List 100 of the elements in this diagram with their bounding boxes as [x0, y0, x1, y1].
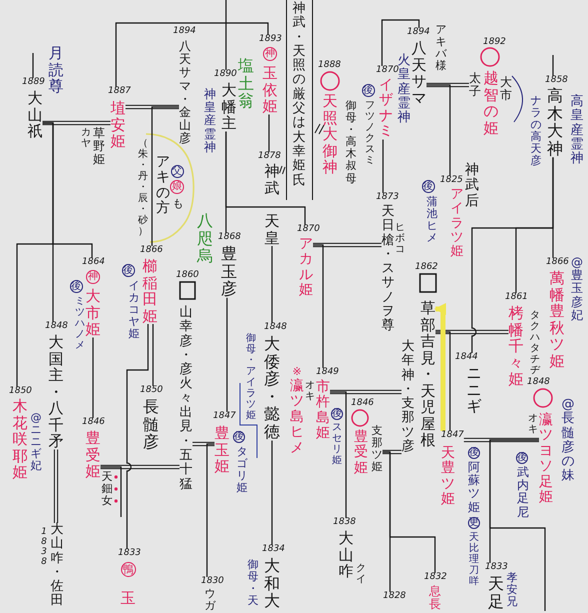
person-name: 豊玉彦 — [221, 245, 237, 298]
year-label: 1850 — [9, 387, 32, 396]
person-name: 天足 — [488, 575, 504, 610]
year-label: 1894 — [173, 27, 196, 36]
person-name: アイラツ姫 — [450, 188, 464, 260]
person-name: 栲幡千々姫 — [508, 305, 524, 388]
year-label: 1878 — [258, 152, 281, 161]
marriage-line — [426, 82, 470, 88]
person-name: 大年神・支那ツ彦 — [402, 340, 414, 454]
annotation-text: タクハタチヂ — [530, 310, 540, 376]
annotation-text: 高皇産霊神 — [570, 95, 584, 166]
annotation-text: 大市 — [500, 76, 512, 102]
family-line — [426, 84, 451, 176]
annotation-text: 瀛ツ島ヒメ — [290, 379, 304, 456]
person-name: 天皇 — [264, 213, 280, 246]
year-label: 1870 — [376, 66, 399, 75]
year-label: 1887 — [108, 87, 131, 96]
annotation-text: ナラの高天彦 — [530, 95, 542, 168]
person-name: 八天サマ・金山彦 — [179, 40, 191, 146]
note-text: 神武・天照の厳父は大幸姫氏 — [292, 2, 306, 188]
family-line — [489, 439, 546, 611]
person-name: 豊受姫 — [86, 430, 100, 480]
family-line — [381, 19, 420, 66]
year-label: 1858 — [545, 76, 568, 85]
year-label: 1838 — [40, 528, 48, 568]
person-name: 武内足尼 — [517, 466, 529, 519]
marriage-line — [382, 450, 402, 454]
marriage-line — [463, 438, 540, 442]
annotation-text: カヤ — [81, 127, 91, 149]
family-line — [382, 140, 384, 193]
annotation-text: 御母・天 — [248, 559, 258, 608]
person-name: 高木大神 — [547, 87, 563, 158]
person-name: 山幸彦・彦火々出見・五十猛 — [180, 306, 192, 492]
family-line — [471, 157, 554, 353]
year-label: 1864 — [82, 258, 105, 267]
annotation-text: 神皇産霊神 — [204, 88, 216, 154]
family-line — [225, 132, 306, 225]
person-name: 神武 — [264, 163, 280, 196]
family-line — [436, 331, 451, 431]
family-line — [271, 440, 273, 545]
family-line — [100, 466, 122, 517]
person-name: 大山咋・佐田 — [50, 523, 64, 609]
person-name: 大幡主 — [222, 82, 236, 132]
annotation-text: 太子 — [469, 72, 481, 98]
year-label: 1888 — [318, 61, 341, 70]
note-text: （朱・丹・辰・砂） — [138, 138, 148, 237]
year-label: 1870 — [297, 225, 320, 234]
family-line — [552, 55, 554, 76]
person-name: 玉依姫 — [262, 65, 278, 114]
annotation-text: @長髄彦の妹 — [562, 398, 574, 484]
person-name: フツノクスミ — [365, 100, 375, 166]
year-label: 1873 — [376, 193, 399, 202]
marriage-line — [42, 120, 111, 126]
annotation-text: @ニニギ妃 — [30, 412, 42, 472]
marriage-line — [125, 104, 180, 110]
family-line — [126, 324, 149, 549]
person-name: 天照大御神 — [322, 93, 338, 176]
person-name: 阿蘇ツ姫 — [468, 461, 480, 514]
year-label: 1846 — [351, 399, 374, 408]
marriage-line — [435, 330, 509, 334]
family-line — [152, 324, 154, 386]
note-text: 八咫烏 — [197, 212, 213, 265]
year-label: 1828 — [383, 592, 406, 601]
circled-character: 後 — [122, 264, 134, 277]
person-name: 大山祇 — [28, 90, 42, 140]
year-label: 1844 — [455, 353, 478, 362]
family-line — [330, 391, 347, 518]
person-name: 萬幡豊秋ツ姫 — [550, 270, 564, 369]
framed-note — [286, 0, 313, 200]
person-name: 大市姫 — [86, 288, 100, 338]
year-label: 1866 — [546, 258, 569, 267]
annotation-text: 御母・高木叔母 — [346, 100, 356, 185]
family-line — [268, 114, 270, 152]
annotation-text: オキ — [305, 380, 315, 402]
person-name: 大和大 — [264, 557, 280, 610]
person-name: ニニギ — [466, 365, 482, 414]
year-label: 1838 — [333, 518, 356, 527]
year-label: 1892 — [483, 38, 506, 47]
person-name: イカコヤ姫 — [128, 280, 140, 340]
annotation-text: アキバ様 — [436, 24, 446, 72]
year-label: 1861 — [505, 293, 528, 302]
person-name: 天豊ツ姫 — [441, 446, 455, 508]
year-label: 1848 — [264, 323, 287, 332]
note-text: 塩土翁 — [238, 57, 254, 110]
marriage-line — [330, 390, 402, 394]
person-name: 木花咲耶姫 — [12, 398, 28, 480]
person-name: 八天サマ — [412, 40, 426, 106]
family-line — [382, 451, 436, 573]
year-label: 1862 — [415, 263, 438, 272]
year-label: 1889 — [22, 78, 45, 87]
year-label: 1868 — [218, 233, 241, 242]
note-text: も — [172, 198, 184, 210]
family-line — [226, 298, 228, 412]
marriage-line — [54, 449, 58, 524]
arrow — [434, 303, 446, 431]
year-label: 1848 — [45, 322, 68, 331]
year-label: 1847 — [213, 412, 236, 421]
reading-text: オキ — [528, 413, 538, 435]
person-name: 豊玉姫 — [214, 425, 230, 474]
year-label: 1849 — [316, 368, 339, 377]
